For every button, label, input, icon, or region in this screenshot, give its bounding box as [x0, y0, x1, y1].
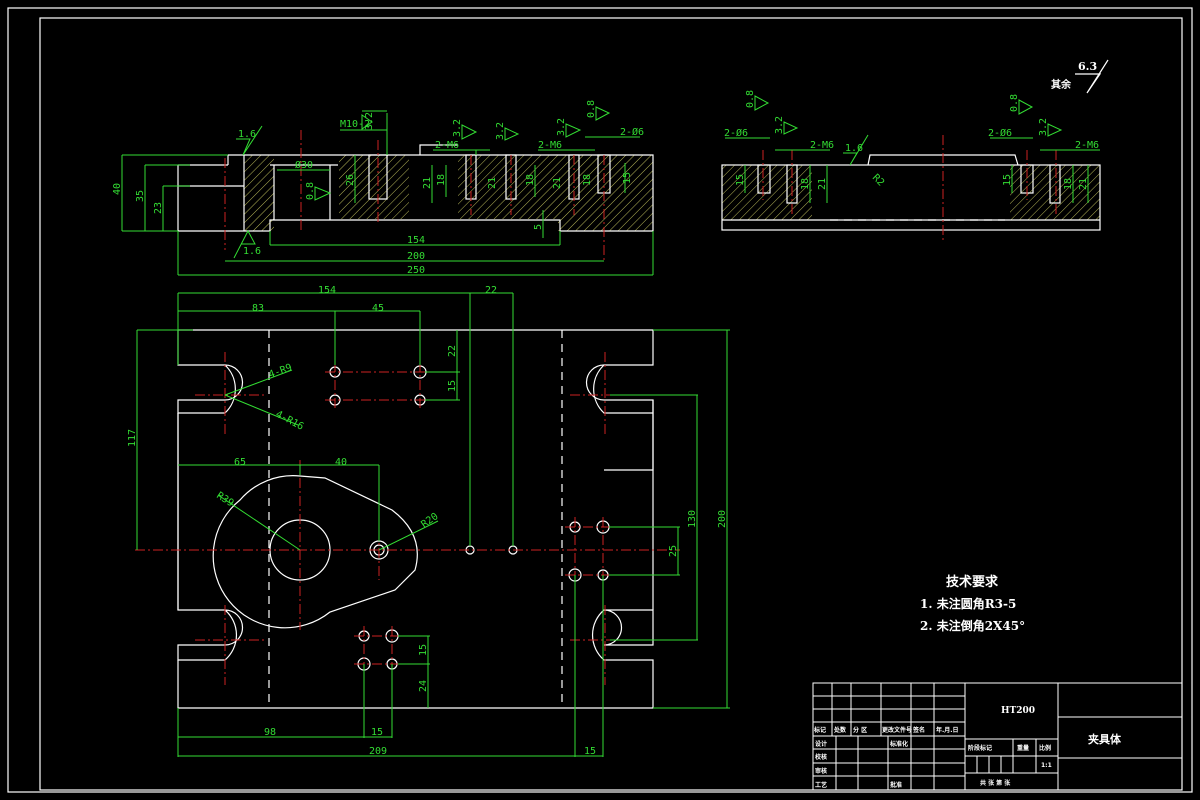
- other-roughness-note: 6.3 其余: [1051, 59, 1109, 94]
- plan-dim-154: 154: [318, 285, 336, 296]
- plan-dim-15c: 15: [371, 727, 383, 738]
- tb-label-review: 审核: [815, 767, 827, 775]
- svg-text:0.8: 0.8: [745, 90, 756, 108]
- tb-label-standardize: 标准化: [889, 740, 908, 748]
- side-dim-r2: R2: [870, 172, 886, 188]
- plan-dim-15b: 15: [418, 644, 429, 656]
- dim-35: 35: [135, 190, 146, 202]
- svg-text:1.6: 1.6: [238, 129, 256, 140]
- plan-dim-22-top: 22: [485, 285, 497, 296]
- tb-label-mark: 标记: [813, 726, 826, 734]
- svg-text:3.2: 3.2: [1038, 118, 1049, 136]
- side-dim-m6-b: 2-M6: [1075, 140, 1099, 151]
- plan-dim-209: 209: [369, 746, 387, 757]
- plan-dim-200: 200: [717, 510, 728, 528]
- tb-label-date: 年.月.日: [936, 726, 959, 734]
- dim-18b: 18: [525, 174, 536, 186]
- svg-text:0.8: 0.8: [586, 100, 597, 118]
- tb-label-sign: 签名: [912, 726, 925, 734]
- tb-label-count: 处数: [833, 726, 847, 734]
- side-dim-18a: 18: [800, 178, 811, 190]
- tb-label-stage: 阶段标记: [968, 744, 992, 752]
- tb-label-sheet: 共 张 第 张: [980, 779, 1011, 787]
- plan-dim-4-r16: 4-R16: [274, 409, 306, 433]
- dim-21a: 21: [422, 177, 433, 189]
- svg-text:3.2: 3.2: [364, 112, 375, 130]
- dim-phi6: 2-Ø6: [620, 126, 644, 138]
- tb-label-scale: 比例: [1039, 744, 1051, 752]
- plan-dim-40: 40: [335, 457, 347, 468]
- inner-border: [39, 17, 1183, 791]
- tb-material: HT200: [1001, 706, 1035, 716]
- plan-view: [135, 292, 730, 757]
- outer-border: [7, 7, 1193, 793]
- svg-text:3.2: 3.2: [495, 122, 506, 140]
- side-dim-15b: 15: [1002, 174, 1013, 186]
- dim-15: 15: [622, 172, 633, 184]
- roughness-symbols-side: 0.8 3.2 1.6 0.8 3.2: [745, 90, 1063, 166]
- dim-phi30: Ø30: [295, 159, 313, 171]
- svg-text:3.2: 3.2: [774, 116, 785, 134]
- plan-dim-65: 65: [234, 457, 246, 468]
- svg-text:0.8: 0.8: [1009, 94, 1020, 112]
- dim-154: 154: [407, 235, 425, 246]
- tb-scale-value: 1:1: [1041, 762, 1052, 769]
- plan-dim-98: 98: [264, 727, 276, 738]
- dim-21c: 21: [552, 177, 563, 189]
- dim-21b: 21: [487, 177, 498, 189]
- tech-req-item-1: 1. 未注圆角R3-5: [920, 596, 1016, 611]
- dim-23: 23: [153, 202, 164, 214]
- svg-text:1.6: 1.6: [845, 143, 863, 154]
- dim-m10: M10-2: [340, 119, 370, 130]
- side-dim-m6-a: 2-M6: [810, 140, 834, 151]
- tb-label-design: 设计: [815, 740, 827, 748]
- side-section-view: [721, 135, 1101, 240]
- dim-200: 200: [407, 251, 425, 262]
- tb-drawing-title: 夹具体: [1088, 732, 1122, 746]
- side-dim-21a: 21: [817, 178, 828, 190]
- plan-dim-r20: R20: [419, 511, 440, 530]
- side-dim-phi6-b: 2-Ø6: [988, 127, 1012, 139]
- svg-text:6.3: 6.3: [1078, 60, 1097, 73]
- plan-dim-25: 25: [668, 545, 679, 557]
- dim-250: 250: [407, 265, 425, 276]
- svg-text:其余: 其余: [1051, 78, 1072, 91]
- tb-label-approve: 批准: [890, 781, 902, 789]
- side-dim-15a: 15: [735, 174, 746, 186]
- title-block: [812, 682, 1183, 791]
- svg-text:3.2: 3.2: [556, 118, 567, 136]
- dim-5: 5: [533, 224, 544, 230]
- side-dim-phi6-a: 2-Ø6: [724, 127, 748, 139]
- plan-dim-83: 83: [252, 303, 264, 314]
- roughness-symbols-front: 1.6 3.2 0.8 1.6 3.2 3.2 3.2 0.8: [233, 100, 611, 259]
- svg-text:0.8: 0.8: [305, 182, 316, 200]
- side-dim-21b: 21: [1078, 178, 1089, 190]
- dim-18a: 18: [436, 174, 447, 186]
- tb-label-process: 工艺: [815, 781, 827, 789]
- dim-m6-a: 2-M6: [435, 140, 459, 151]
- dim-m6-b: 2-M6: [538, 140, 562, 151]
- plan-dim-117: 117: [127, 429, 138, 447]
- dim-26: 26: [345, 174, 356, 186]
- plan-dim-4-r9: 4-R9: [267, 362, 293, 381]
- plan-dim-45: 45: [372, 303, 384, 314]
- dim-18c: 18: [582, 174, 593, 186]
- plan-dim-24: 24: [418, 680, 429, 692]
- tech-req-item-2: 2. 未注倒角2X45°: [920, 618, 1025, 633]
- tb-label-change-doc: 更改文件号: [882, 726, 912, 734]
- tb-label-zone: 分 区: [853, 726, 867, 734]
- svg-text:1.6: 1.6: [243, 246, 261, 257]
- dim-40: 40: [112, 183, 123, 195]
- tech-req-heading: 技术要求: [946, 574, 999, 590]
- tb-label-weight: 重量: [1017, 744, 1029, 752]
- svg-text:3.2: 3.2: [452, 119, 463, 137]
- plan-dim-130: 130: [687, 510, 698, 528]
- plan-dim-15: 15: [447, 380, 458, 392]
- side-dim-18b: 18: [1063, 178, 1074, 190]
- tb-label-check: 校核: [815, 753, 827, 761]
- front-section-view: [121, 113, 654, 276]
- plan-dim-15d: 15: [584, 746, 596, 757]
- plan-dim-22: 22: [447, 345, 458, 357]
